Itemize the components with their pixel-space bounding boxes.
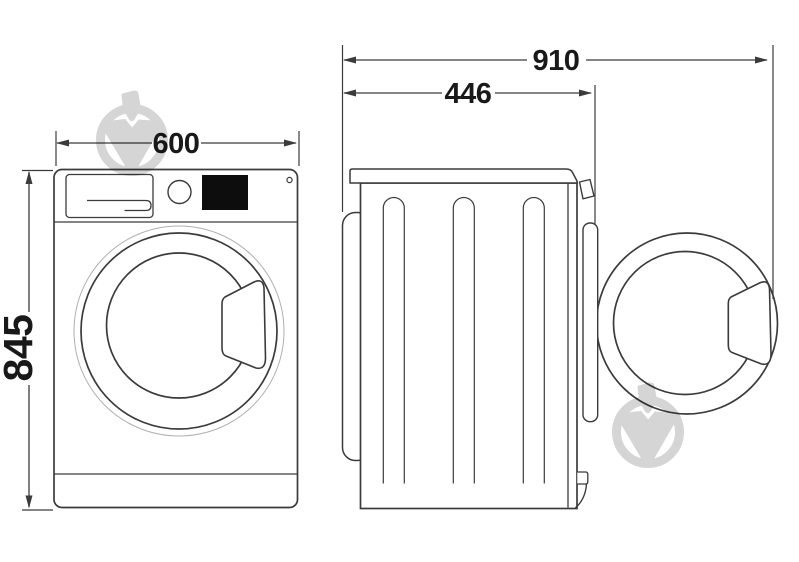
open-door-edge-strip xyxy=(582,222,599,423)
bottom-corner-curve xyxy=(575,483,588,509)
drawer-handle-line xyxy=(87,199,152,212)
arrow-up-icon xyxy=(25,171,33,184)
circle-dart-watermark-icon xyxy=(617,384,680,464)
dimension-height: 845 xyxy=(0,169,53,511)
dimension-label-depth-body: 446 xyxy=(445,78,492,110)
power-button xyxy=(286,176,293,184)
side-groove xyxy=(452,196,475,484)
side-groove xyxy=(522,196,545,484)
arrow-right-icon xyxy=(284,139,297,147)
dimension-label-height: 845 xyxy=(0,315,41,382)
dimension-label-depth-total: 910 xyxy=(533,45,580,77)
door-hinge-tab xyxy=(578,178,595,200)
machine-body-side xyxy=(359,182,578,510)
arrow-left-icon xyxy=(343,89,356,97)
side-view xyxy=(341,168,779,510)
dimension-depth-total: 910 xyxy=(341,45,774,299)
door-trim-circle xyxy=(73,225,285,437)
display-panel xyxy=(202,175,248,210)
hinge-bottom-bracket xyxy=(577,471,589,485)
machine-body-front xyxy=(53,168,299,509)
detergent-drawer xyxy=(65,173,154,219)
arrow-right-icon xyxy=(755,56,768,64)
door-outer-circle xyxy=(80,232,278,430)
arrow-right-icon xyxy=(579,89,592,97)
side-groove xyxy=(382,196,405,484)
circle-dart-watermark-icon xyxy=(101,92,164,172)
arrow-left-icon xyxy=(343,56,356,64)
program-knob xyxy=(167,179,192,205)
front-view xyxy=(53,168,299,509)
dimension-width: 600 xyxy=(55,128,300,166)
dimension-depth-body: 446 xyxy=(343,78,596,224)
open-door-handle xyxy=(727,281,772,366)
arrow-down-icon xyxy=(25,495,33,509)
arrow-left-icon xyxy=(56,139,69,147)
door-handle xyxy=(221,280,267,370)
top-lid xyxy=(349,168,579,184)
